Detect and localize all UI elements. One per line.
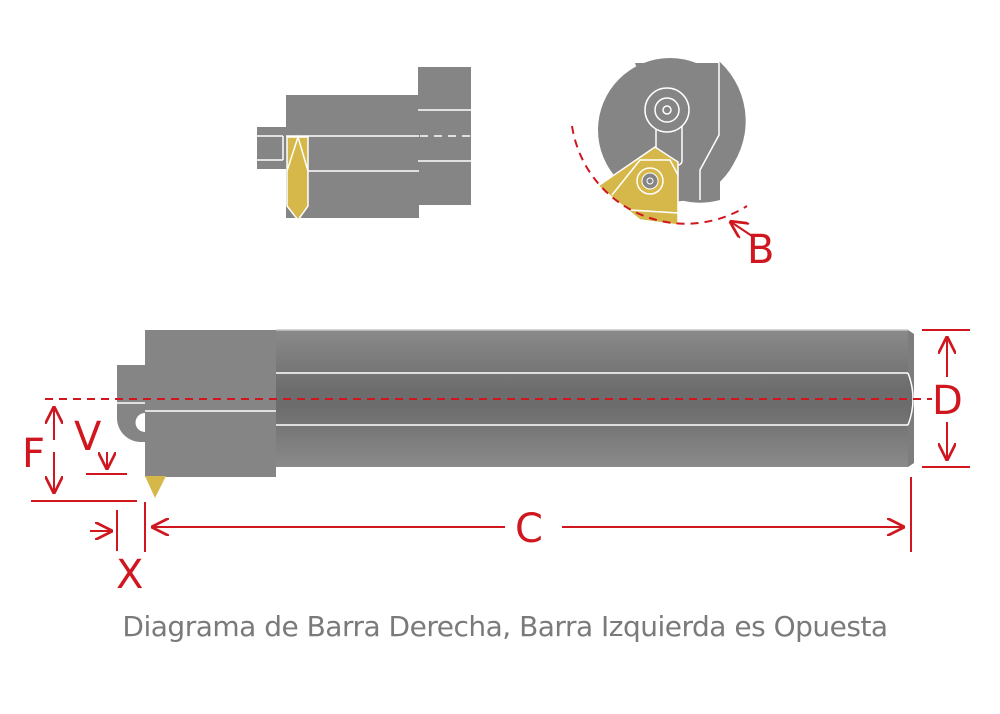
label-d: D bbox=[932, 378, 963, 424]
angle-b-arc bbox=[571, 125, 748, 225]
top-view bbox=[257, 67, 471, 222]
bar-insert bbox=[145, 476, 166, 498]
diagram-caption: Diagrama de Barra Derecha, Barra Izquier… bbox=[122, 610, 888, 643]
top-view-insert bbox=[286, 136, 309, 222]
top-view-clamp bbox=[257, 127, 286, 169]
label-c: C bbox=[515, 506, 543, 552]
label-b: B bbox=[747, 227, 774, 273]
label-f: F bbox=[22, 431, 45, 477]
bar-head bbox=[145, 330, 276, 477]
end-view: B bbox=[571, 58, 774, 273]
label-v: V bbox=[74, 414, 102, 460]
side-view: D C F V X bbox=[22, 329, 970, 598]
label-x: X bbox=[116, 552, 143, 598]
